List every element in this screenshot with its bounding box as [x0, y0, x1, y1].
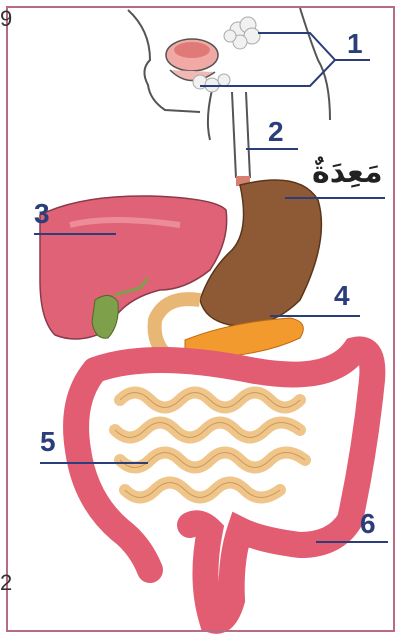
label-2: 2: [268, 118, 284, 146]
diagram-frame: [6, 6, 395, 632]
stomach-leader: [285, 197, 385, 199]
stomach-label: مَعِدَةٌ: [312, 158, 383, 188]
label-5-leader: [40, 462, 148, 464]
label-2-leader: [246, 148, 298, 150]
label-3: 3: [34, 200, 50, 228]
label-4-leader: [270, 315, 360, 317]
edge-mark-top: 9: [0, 8, 12, 30]
edge-mark-bottom: 2: [0, 572, 12, 594]
label-6: 6: [360, 510, 376, 538]
label-5: 5: [40, 428, 56, 456]
label-4: 4: [334, 282, 350, 310]
label-6-leader: [316, 541, 388, 543]
label-3-leader: [34, 233, 116, 235]
label-1: 1: [347, 30, 363, 58]
